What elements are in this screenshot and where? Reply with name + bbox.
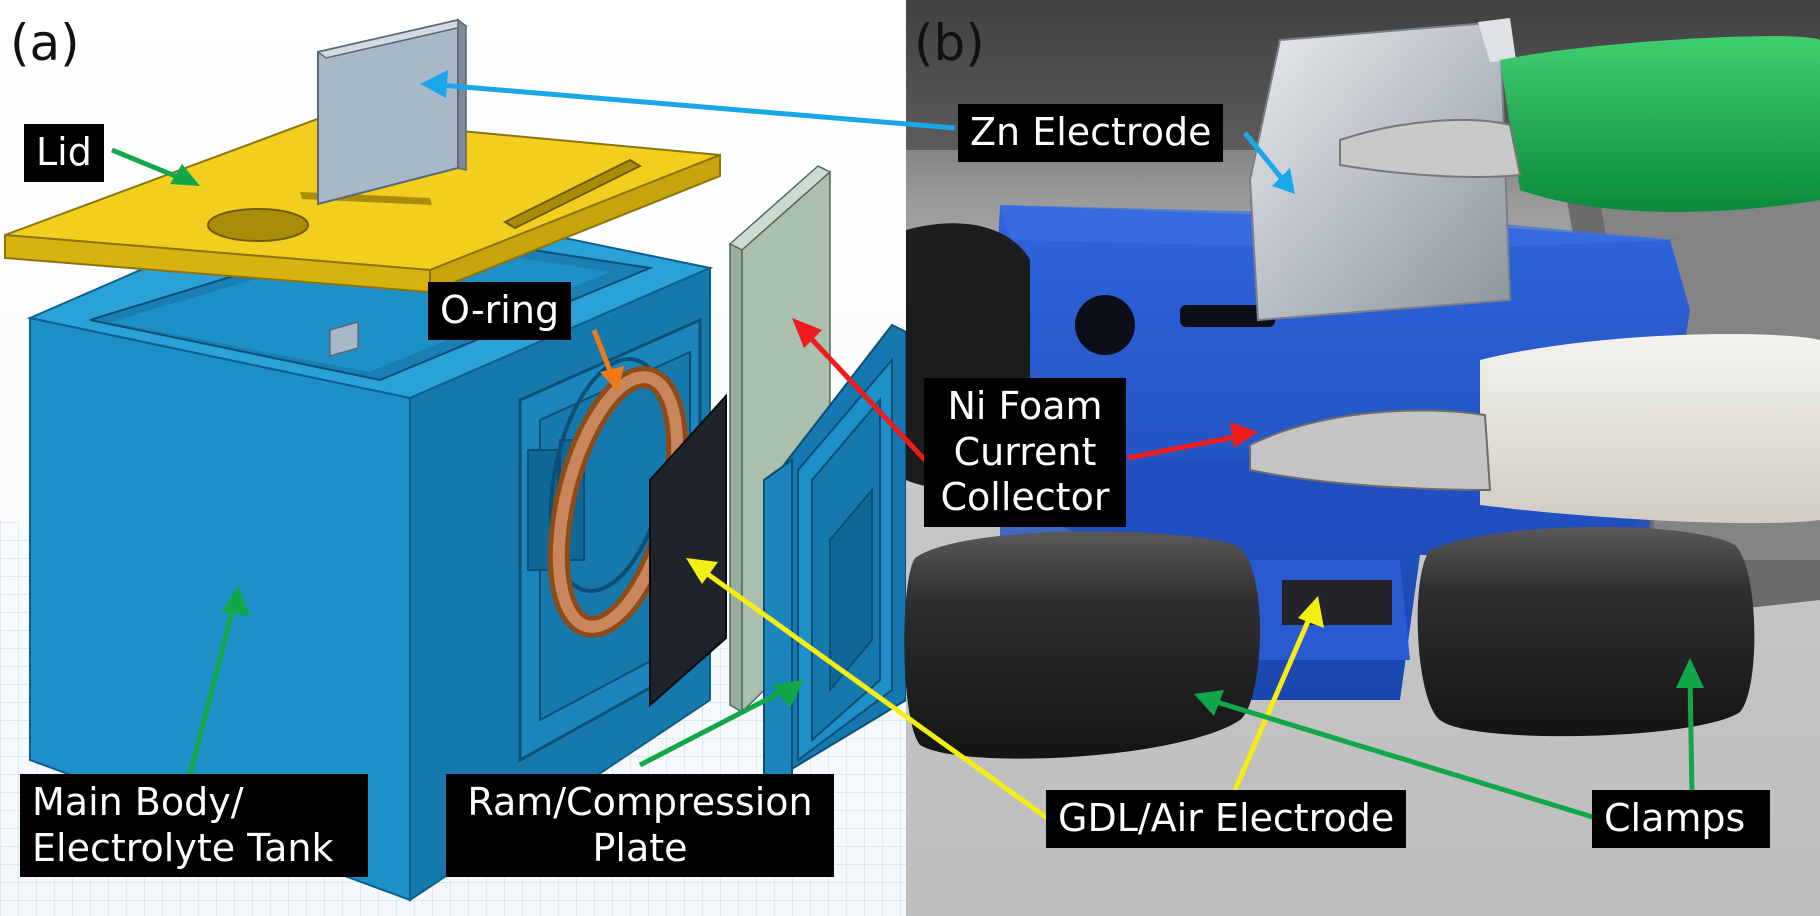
- label-ram-line1: Ram/Compression: [467, 780, 813, 824]
- right-clamp-photo: [1417, 526, 1755, 737]
- panel-b-letter: (b): [914, 14, 985, 72]
- arrow-oring: [591, 329, 615, 377]
- label-ram: Ram/Compression Plate: [446, 774, 834, 878]
- panel-a-letter: (a): [10, 14, 80, 72]
- label-ni-foam-line3: Collector: [940, 475, 1110, 520]
- label-ram-line2: Plate: [592, 825, 688, 870]
- label-ni-foam-line2: Current: [953, 429, 1097, 474]
- gdl-sheet-part: [649, 393, 727, 708]
- label-main-body-line2: Electrolyte Tank: [32, 825, 334, 870]
- label-ni-foam-line1: Ni Foam: [947, 384, 1103, 428]
- label-ni-foam: Ni Foam Current Collector: [924, 378, 1126, 527]
- white-clip-photo: [1249, 334, 1820, 524]
- arrow-gdl-a: [700, 567, 1052, 823]
- arrow-clamps-right: [1687, 674, 1695, 796]
- lid-part: [4, 116, 721, 294]
- arrows: [111, 70, 1704, 823]
- zn-plate-part: [316, 18, 468, 357]
- label-oring: O-ring: [428, 282, 572, 340]
- arrow-gdl-b: [1232, 611, 1315, 791]
- label-lid: Lid: [24, 124, 104, 182]
- label-zn-electrode: Zn Electrode: [958, 104, 1224, 162]
- arrow-ni-a: [803, 330, 927, 462]
- arrow-zn-b: [1243, 131, 1285, 182]
- label-gdl: GDL/Air Electrode: [1046, 790, 1407, 848]
- arrow-ni-b: [1127, 433, 1241, 461]
- label-main-body: Main Body/ Electrolyte Tank: [20, 774, 368, 878]
- arrow-main-body: [187, 599, 238, 776]
- arrow-zn-a: [439, 82, 956, 131]
- ram-plate-part: [763, 323, 907, 792]
- arrow-ram: [638, 687, 787, 768]
- green-clip-photo: [1339, 36, 1820, 212]
- left-clamp-photo: [904, 531, 1260, 759]
- label-clamps: Clamps: [1592, 790, 1770, 848]
- label-main-body-line1: Main Body/: [32, 780, 244, 824]
- arrow-clamps-left: [1209, 697, 1597, 821]
- arrow-lid: [111, 147, 186, 183]
